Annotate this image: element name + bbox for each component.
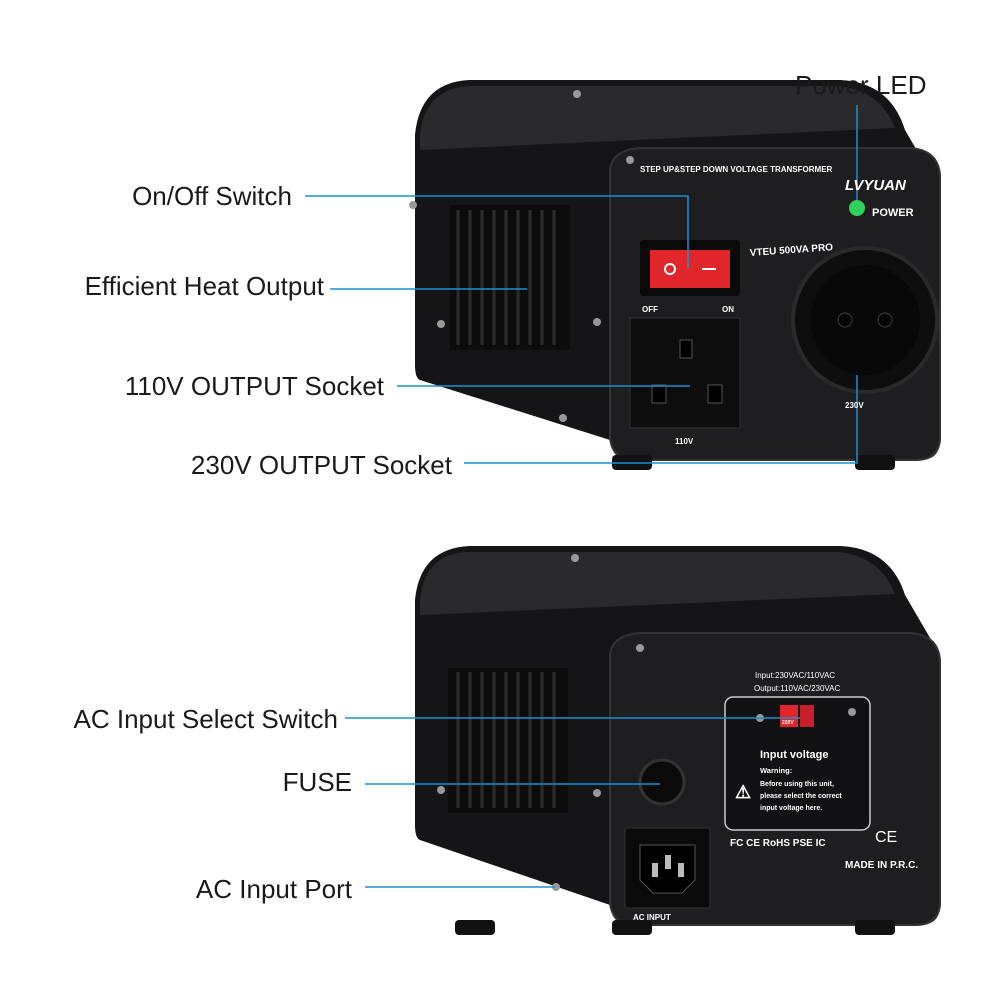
front-230v-label: 230V xyxy=(845,401,864,410)
certification-marks: FC CE RoHS PSE IC xyxy=(730,838,826,849)
front-tagline: STEP UP&STEP DOWN VOLTAGE TRANSFORMER xyxy=(640,165,833,174)
rear-input-spec: Input:230VAC/110VAC xyxy=(755,671,835,680)
front-off-label: OFF xyxy=(642,305,658,314)
rear-warning-heading: Warning: xyxy=(760,766,792,775)
leader-lines xyxy=(305,105,858,888)
power-switch xyxy=(640,240,740,296)
callout-power-led: Power LED xyxy=(795,70,927,100)
callout-ac-select: AC Input Select Switch xyxy=(73,704,338,734)
rear-warning-line-1: Before using this unit, xyxy=(760,781,834,788)
callout-ac-port: AC Input Port xyxy=(195,874,352,904)
power-led xyxy=(849,200,865,216)
front-unit xyxy=(409,80,941,470)
front-110v-label: 110V xyxy=(675,437,694,446)
callout-fuse: FUSE xyxy=(282,767,352,797)
input-select-switch xyxy=(780,705,798,727)
callout-heat-output: Efficient Heat Output xyxy=(84,271,324,301)
warning-plate xyxy=(724,696,871,831)
ac-input-port xyxy=(624,827,711,909)
socket-230v xyxy=(791,246,939,394)
front-power-label: POWER xyxy=(872,207,914,219)
leader-230v xyxy=(464,375,858,464)
rear-switch-label: 220V xyxy=(782,720,794,726)
warning-triangle-icon: ⚠ xyxy=(735,782,751,802)
callout-230v-socket: 230V OUTPUT Socket xyxy=(190,450,452,480)
callout-on-off-switch: On/Off Switch xyxy=(132,181,292,211)
rear-unit xyxy=(415,546,941,935)
ce-mark: CE xyxy=(875,829,897,846)
callout-110v-socket: 110V OUTPUT Socket xyxy=(124,371,384,401)
fuse-holder xyxy=(638,758,686,806)
rear-warning-line-3: input voltage here. xyxy=(760,805,822,812)
ac-input-label: AC INPUT xyxy=(633,913,671,922)
rear-warning-title: Input voltage xyxy=(760,749,828,761)
leader-on-off xyxy=(305,195,689,268)
made-in-label: MADE IN P.R.C. xyxy=(845,860,918,871)
front-on-label: ON xyxy=(722,305,734,314)
rear-output-spec: Output:110VAC/230VAC xyxy=(754,684,840,693)
rear-warning-line-2: please select the correct xyxy=(760,793,842,800)
front-brand: LVYUAN xyxy=(845,177,907,194)
vent-grille xyxy=(450,205,570,350)
socket-110v xyxy=(629,317,741,429)
